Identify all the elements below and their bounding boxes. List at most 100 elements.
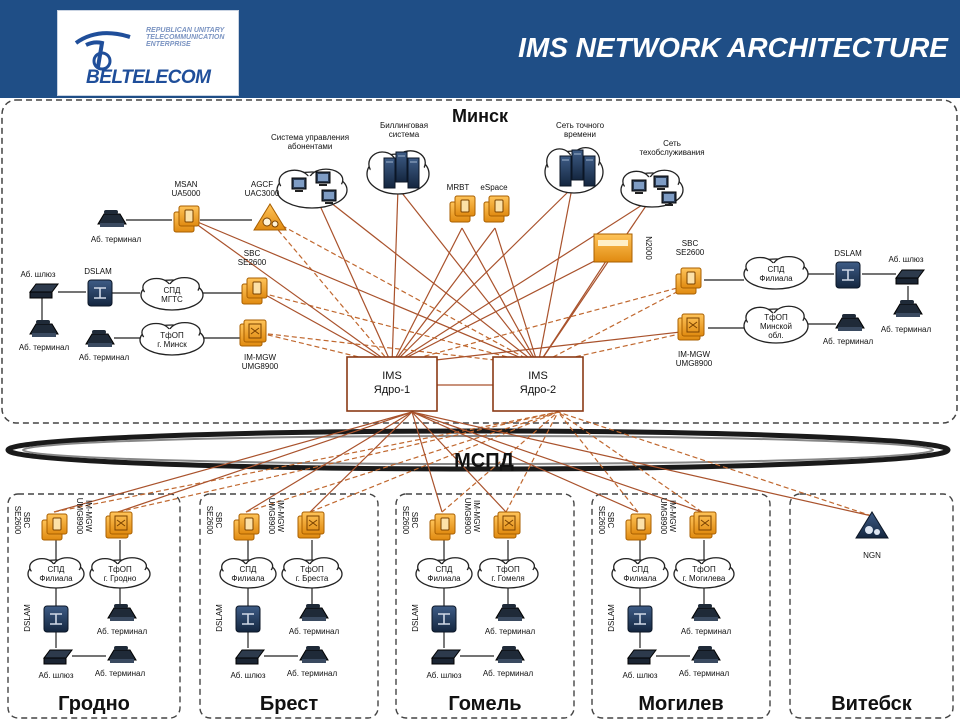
region-gateway-terminal-label: Аб. терминал [679, 669, 730, 678]
ngn-link-core1 [411, 411, 873, 517]
region-sbc-icon [41, 513, 68, 541]
msan-device-icon [173, 205, 200, 233]
espace-device-icon [483, 195, 510, 223]
region-dslam-label: DSLAM [607, 604, 616, 632]
minsk-link-core2 [537, 283, 693, 366]
region-tfop-cloud [477, 557, 539, 589]
time-server-icon [559, 149, 596, 187]
region-frame [591, 493, 771, 719]
minsk-link-core2 [537, 251, 613, 366]
minsk-right-gateway-label: Аб. шлюз [888, 255, 923, 264]
region-sbc-link-core2 [53, 411, 559, 513]
region-gateway-label: Аб. шлюз [622, 671, 657, 680]
region-dslam-icon [431, 605, 457, 633]
minsk-tfop-terminal-label: Аб. терминал [79, 353, 130, 362]
region-sbc-link-core2 [557, 411, 639, 513]
tech-pc-icon-1 [631, 179, 647, 194]
minsk-right-gateway-terminal-label: Аб. терминал [881, 325, 932, 334]
minsk-img-icon [239, 319, 267, 347]
region-tfop-terminal-icon [299, 604, 329, 621]
minsk-link-core2 [311, 187, 539, 366]
region-gateway-terminal-icon [299, 646, 329, 663]
region-gateway-icon [627, 649, 657, 665]
subscriber-pc-icon-2 [315, 171, 331, 186]
minsk-link-core1 [391, 283, 693, 366]
region-gateway-terminal-label: Аб. терминал [95, 669, 146, 678]
minsk-dslam-icon [87, 279, 113, 307]
region-tfop-terminal-icon [495, 604, 525, 621]
region-gateway-label: Аб. шлюз [426, 671, 461, 680]
minsk-link-core1 [261, 292, 393, 366]
minsk-link-core1 [391, 329, 699, 366]
region-dslam-icon [235, 605, 261, 633]
minsk-link-core1 [391, 227, 496, 366]
ims-core-1 [346, 356, 438, 412]
minsk-right-tfop-terminal-label: Аб. терминал [823, 337, 874, 346]
region-img-link-core2 [309, 411, 559, 513]
beltelecom-logo: REPUBLICAN UNITARY TELECOMMUNICATION ENT… [57, 10, 239, 96]
minsk-sbc-icon [241, 277, 268, 305]
ims-core-2-label: IMS [528, 370, 548, 382]
region-img-link-core1 [309, 411, 413, 513]
spd-mgts-cloud [140, 276, 204, 311]
region-gateway-label: Аб. шлюз [38, 671, 73, 680]
region-img-link-core1 [411, 411, 507, 513]
region-sbc-icon [625, 513, 652, 541]
region-gateway-terminal-icon [495, 646, 525, 663]
region-img-label: IM-MGWUMG8900 [463, 498, 481, 535]
region-tfop-terminal-label: Аб. терминал [485, 627, 536, 636]
region-gateway-label: Аб. шлюз [230, 671, 265, 680]
tech-pc-icon-3 [661, 191, 677, 206]
minsk-link-core1 [267, 217, 393, 366]
region-tfop-cloud [281, 557, 343, 589]
billing-server-icon [383, 151, 420, 189]
region-spd-cloud [611, 557, 669, 589]
minsk-link-core1 [391, 187, 399, 366]
logo-name: BELTELECOM [86, 67, 211, 88]
region-img-link-core2 [557, 411, 703, 513]
ngn-icon [855, 511, 889, 539]
region-tfop-terminal-label: Аб. терминал [289, 627, 340, 636]
region-sbc-link-core2 [245, 411, 559, 513]
page-title: IMS NETWORK ARCHITECTURE [518, 32, 948, 63]
region-frame [7, 493, 181, 719]
region-img-icon [105, 511, 133, 539]
minsk-right-gateway-icon [895, 269, 925, 285]
region-tfop-terminal-label: Аб. терминал [97, 627, 148, 636]
minsk-link-core2 [537, 187, 573, 366]
header-bar: REPUBLICAN UNITARY TELECOMMUNICATION ENT… [0, 0, 960, 98]
minsk-gateway-label: Аб. шлюз [20, 270, 55, 279]
region-tfop-terminal-label: Аб. терминал [681, 627, 732, 636]
region-sbc-label: SBCSE2600 [597, 506, 615, 535]
minsk-link-core1 [311, 187, 393, 366]
region-spd-cloud [219, 557, 277, 589]
minsk-link-core2 [494, 227, 539, 366]
minsk-gateway-terminal-icon [29, 320, 59, 337]
region-gateway-terminal-label: Аб. терминал [287, 669, 338, 678]
region-sbc-label: SBCSE2600 [13, 506, 31, 535]
minsk-right-img-icon [677, 313, 705, 341]
region-dslam-icon [43, 605, 69, 633]
ims-core-2 [492, 356, 584, 412]
minsk-tfop-terminal-icon [85, 330, 115, 347]
region-gateway-terminal-icon [691, 646, 721, 663]
subscriber-pc-icon-3 [321, 189, 337, 204]
region-img-label: IM-MGWUMG8900 [267, 498, 285, 535]
region-gateway-terminal-label: Аб. терминал [483, 669, 534, 678]
mrbt-device-icon [449, 195, 476, 223]
region-sbc-link-core2 [441, 411, 559, 513]
minsk-link-core2 [187, 217, 539, 366]
minsk-link-core1 [187, 217, 393, 366]
